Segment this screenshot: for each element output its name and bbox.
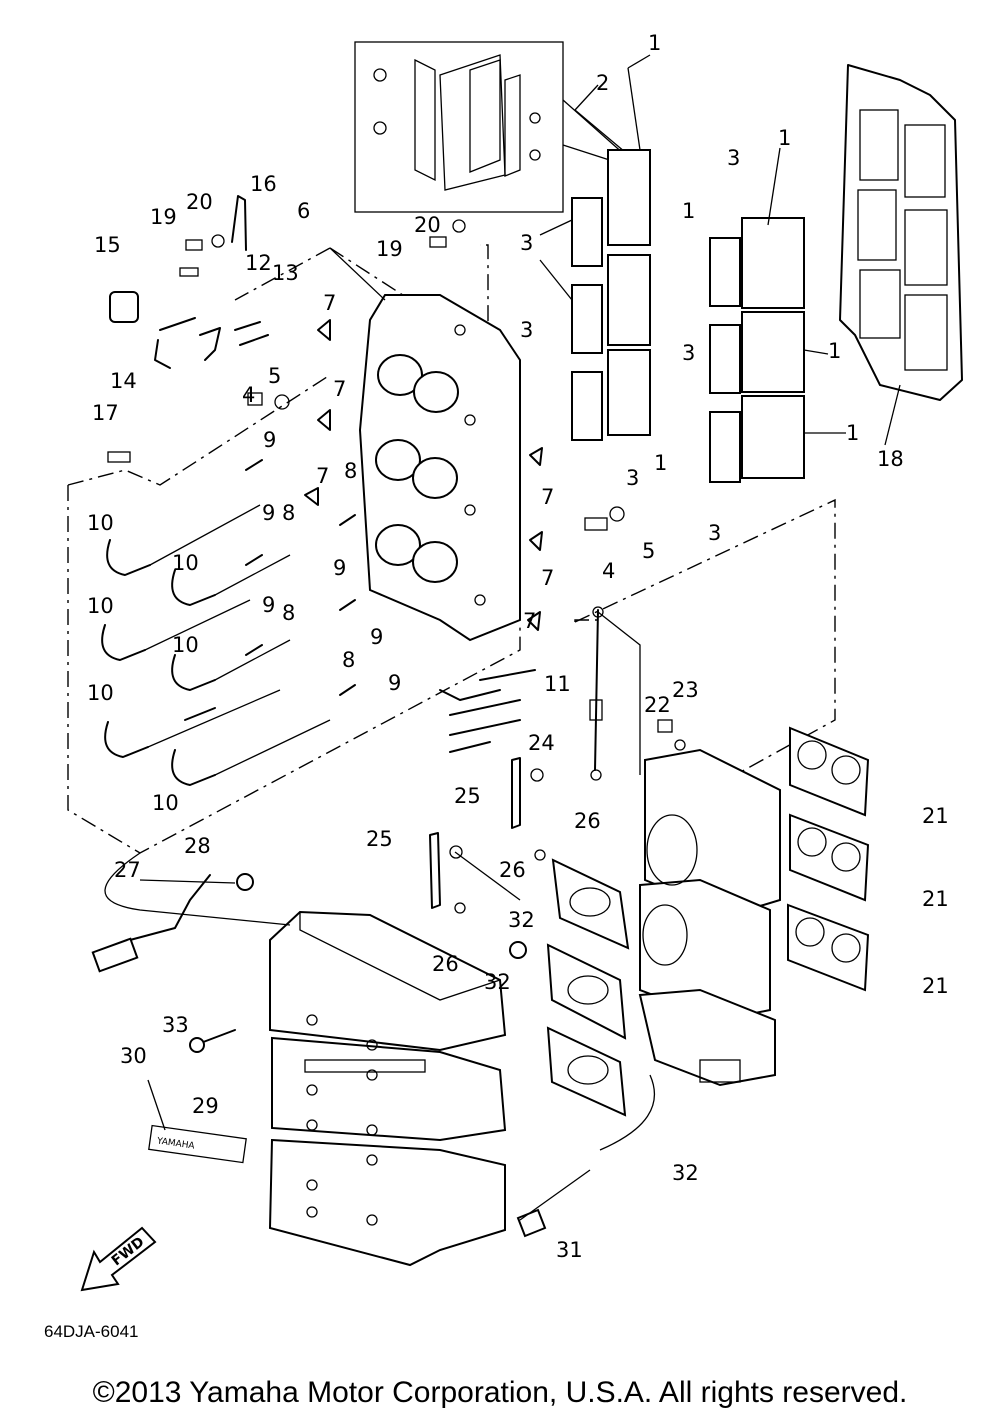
callout-10-3: 10 xyxy=(87,594,114,618)
drain-hose-27 xyxy=(91,873,254,973)
figure-code: 64DJA-6041 xyxy=(44,1322,139,1341)
callout-33: 33 xyxy=(162,1013,189,1037)
callout-26: 26 xyxy=(574,809,601,833)
callout-19-2: 19 xyxy=(376,237,403,261)
carburetor-assembly xyxy=(638,748,781,1087)
reed-valve-stack-right xyxy=(709,147,846,483)
callout-25: 25 xyxy=(454,784,481,808)
callout-3-2: 3 xyxy=(520,318,533,342)
callout-1-5: 1 xyxy=(846,421,859,445)
callout-12: 12 xyxy=(245,251,272,275)
callout-26-2: 26 xyxy=(499,858,526,882)
reed-valve-stack-center xyxy=(539,149,651,441)
callout-3-6: 3 xyxy=(708,521,721,545)
callout-23: 23 xyxy=(672,678,699,702)
callout-21-2: 21 xyxy=(922,887,949,911)
callout-7-4: 7 xyxy=(541,485,554,509)
callout-5-2: 5 xyxy=(642,539,655,563)
callout-7-2: 7 xyxy=(333,377,346,401)
callout-7-6: 7 xyxy=(523,609,536,633)
callout-10-5: 10 xyxy=(87,681,114,705)
callout-8-2: 8 xyxy=(282,501,295,525)
callout-14: 14 xyxy=(110,369,137,393)
callout-27: 27 xyxy=(114,858,141,882)
callout-15: 15 xyxy=(94,233,121,257)
intake-gasket-18 xyxy=(839,64,963,446)
callout-21-3: 21 xyxy=(922,974,949,998)
bolt-33 xyxy=(189,1029,236,1053)
callout-21: 21 xyxy=(922,804,949,828)
intake-silencer-29 xyxy=(268,910,507,1267)
pipe-31 xyxy=(516,1208,547,1238)
callout-10-2: 10 xyxy=(172,551,199,575)
callout-1-2: 1 xyxy=(682,199,695,223)
callout-17: 17 xyxy=(92,401,119,425)
callout-20-2: 20 xyxy=(414,213,441,237)
callout-10-6: 10 xyxy=(152,791,179,815)
callout-29: 29 xyxy=(192,1094,219,1118)
callout-3-3: 3 xyxy=(727,146,740,170)
callout-9-4: 9 xyxy=(262,593,275,617)
callout-numbers: 1111112333333445567777778888999999101010… xyxy=(87,31,949,1262)
callout-25-2: 25 xyxy=(366,827,393,851)
reed-valve-inset xyxy=(354,41,626,213)
callout-9-3: 9 xyxy=(333,556,346,580)
callout-16: 16 xyxy=(250,172,277,196)
callout-leaders-top xyxy=(574,54,651,153)
callout-4-2: 4 xyxy=(602,559,615,583)
callout-10: 10 xyxy=(87,511,114,535)
callout-1-6: 1 xyxy=(654,451,667,475)
leader-curves xyxy=(104,611,655,1221)
callout-9-2: 9 xyxy=(262,501,275,525)
callout-9: 9 xyxy=(263,428,276,452)
hoses-10 xyxy=(101,504,536,786)
callout-7-3: 7 xyxy=(316,464,329,488)
emblem-text: YAMAHA xyxy=(155,1136,196,1151)
callout-28: 28 xyxy=(184,834,211,858)
callout-20: 20 xyxy=(186,190,213,214)
fittings xyxy=(107,195,625,696)
carburetor-gaskets-32 xyxy=(546,858,630,1117)
callout-8-4: 8 xyxy=(342,648,355,672)
callout-30: 30 xyxy=(120,1044,147,1068)
callout-22: 22 xyxy=(644,693,671,717)
callout-3-5: 3 xyxy=(626,466,639,490)
callout-1-4: 1 xyxy=(828,339,841,363)
callout-31: 31 xyxy=(556,1238,583,1262)
callout-32-2: 32 xyxy=(484,970,511,994)
callout-11: 11 xyxy=(544,672,571,696)
callout-18: 18 xyxy=(877,447,904,471)
callout-8: 8 xyxy=(344,459,357,483)
callout-9-6: 9 xyxy=(388,671,401,695)
fwd-arrow: FWD xyxy=(80,1226,157,1292)
callout-10-4: 10 xyxy=(172,633,199,657)
callout-6: 6 xyxy=(297,199,310,223)
callout-7: 7 xyxy=(323,291,336,315)
linkage-rod-24 xyxy=(429,606,686,959)
callout-13: 13 xyxy=(272,261,299,285)
emblem-30: YAMAHA xyxy=(147,1079,247,1164)
callout-32-3: 32 xyxy=(672,1161,699,1185)
copyright-notice: ©2013 Yamaha Motor Corporation, U.S.A. A… xyxy=(92,1376,908,1409)
intake-manifold-block xyxy=(329,247,521,642)
callout-5: 5 xyxy=(268,364,281,388)
carburetor-gaskets-21 xyxy=(787,726,870,992)
callout-19: 19 xyxy=(150,205,177,229)
callout-9-5: 9 xyxy=(370,625,383,649)
callout-26-3: 26 xyxy=(432,952,459,976)
callout-24: 24 xyxy=(528,731,555,755)
callout-1-3: 1 xyxy=(778,126,791,150)
callout-3-4: 3 xyxy=(682,341,695,365)
callout-1: 1 xyxy=(648,31,661,55)
callout-3: 3 xyxy=(520,231,533,255)
callout-8-3: 8 xyxy=(282,601,295,625)
callout-32: 32 xyxy=(508,908,535,932)
callout-4: 4 xyxy=(242,383,255,407)
callout-7-5: 7 xyxy=(541,566,554,590)
callout-2: 2 xyxy=(596,71,609,95)
